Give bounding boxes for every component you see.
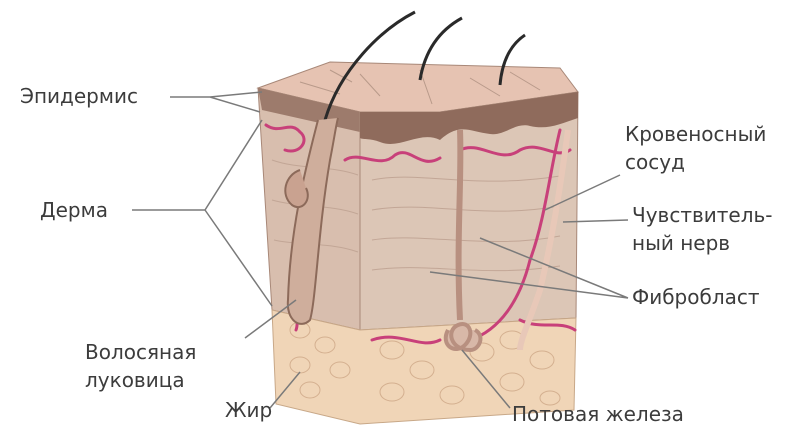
label-nerve-line1: Чувствитель- [632, 203, 773, 227]
label-fibroblast-text: Фибробласт [632, 285, 760, 309]
label-dermis: Дерма [40, 198, 108, 222]
label-blood-vessel: Кровеносный сосуд [625, 122, 766, 174]
label-epidermis: Эпидермис [20, 84, 138, 108]
leader-epidermis [170, 92, 262, 112]
label-blood-vessel-line2: сосуд [625, 150, 766, 174]
label-blood-vessel-line1: Кровеносный [625, 122, 766, 146]
label-dermis-text: Дерма [40, 198, 108, 222]
label-hair-bulb-line2: луковица [85, 368, 196, 392]
sweat-duct [459, 130, 461, 320]
label-epidermis-text: Эпидермис [20, 84, 138, 108]
label-sweat-gland-text: Потовая железа [512, 402, 684, 426]
label-fat-text: Жир [225, 398, 272, 422]
label-fibroblast: Фибробласт [632, 285, 760, 309]
label-nerve-line2: ный нерв [632, 231, 773, 255]
label-hair-bulb-line1: Волосяная [85, 340, 196, 364]
label-sweat-gland: Потовая железа [512, 402, 684, 426]
label-nerve: Чувствитель- ный нерв [632, 203, 773, 255]
label-fat: Жир [225, 398, 272, 422]
label-hair-bulb: Волосяная луковица [85, 340, 196, 392]
leader-dermis [132, 120, 272, 306]
